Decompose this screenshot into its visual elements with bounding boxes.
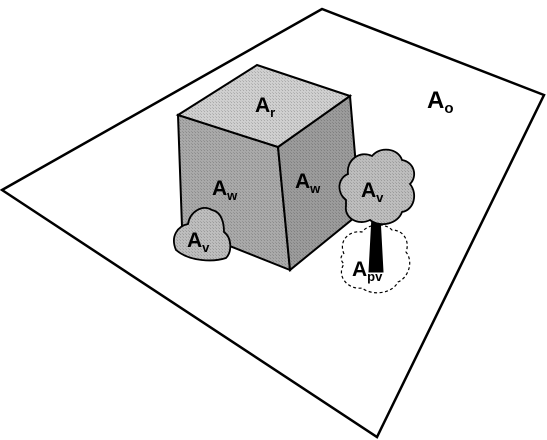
building-side-wall-texture bbox=[278, 96, 360, 270]
label-vegetation-bush: Av bbox=[187, 229, 210, 255]
label-roof: Ar bbox=[255, 94, 275, 120]
label-wall-front: Aw bbox=[212, 177, 238, 203]
label-wall-side: Aw bbox=[295, 170, 321, 196]
label-vegetation-tree: Av bbox=[361, 179, 384, 205]
projected-vegetation-outline bbox=[340, 224, 411, 294]
tree-canopy-texture bbox=[339, 149, 415, 225]
label-open-area: Ao bbox=[427, 87, 454, 117]
label-projected-vegetation: Apv bbox=[352, 258, 383, 284]
bush-left-texture bbox=[173, 207, 231, 261]
building-roof-texture bbox=[178, 65, 350, 147]
